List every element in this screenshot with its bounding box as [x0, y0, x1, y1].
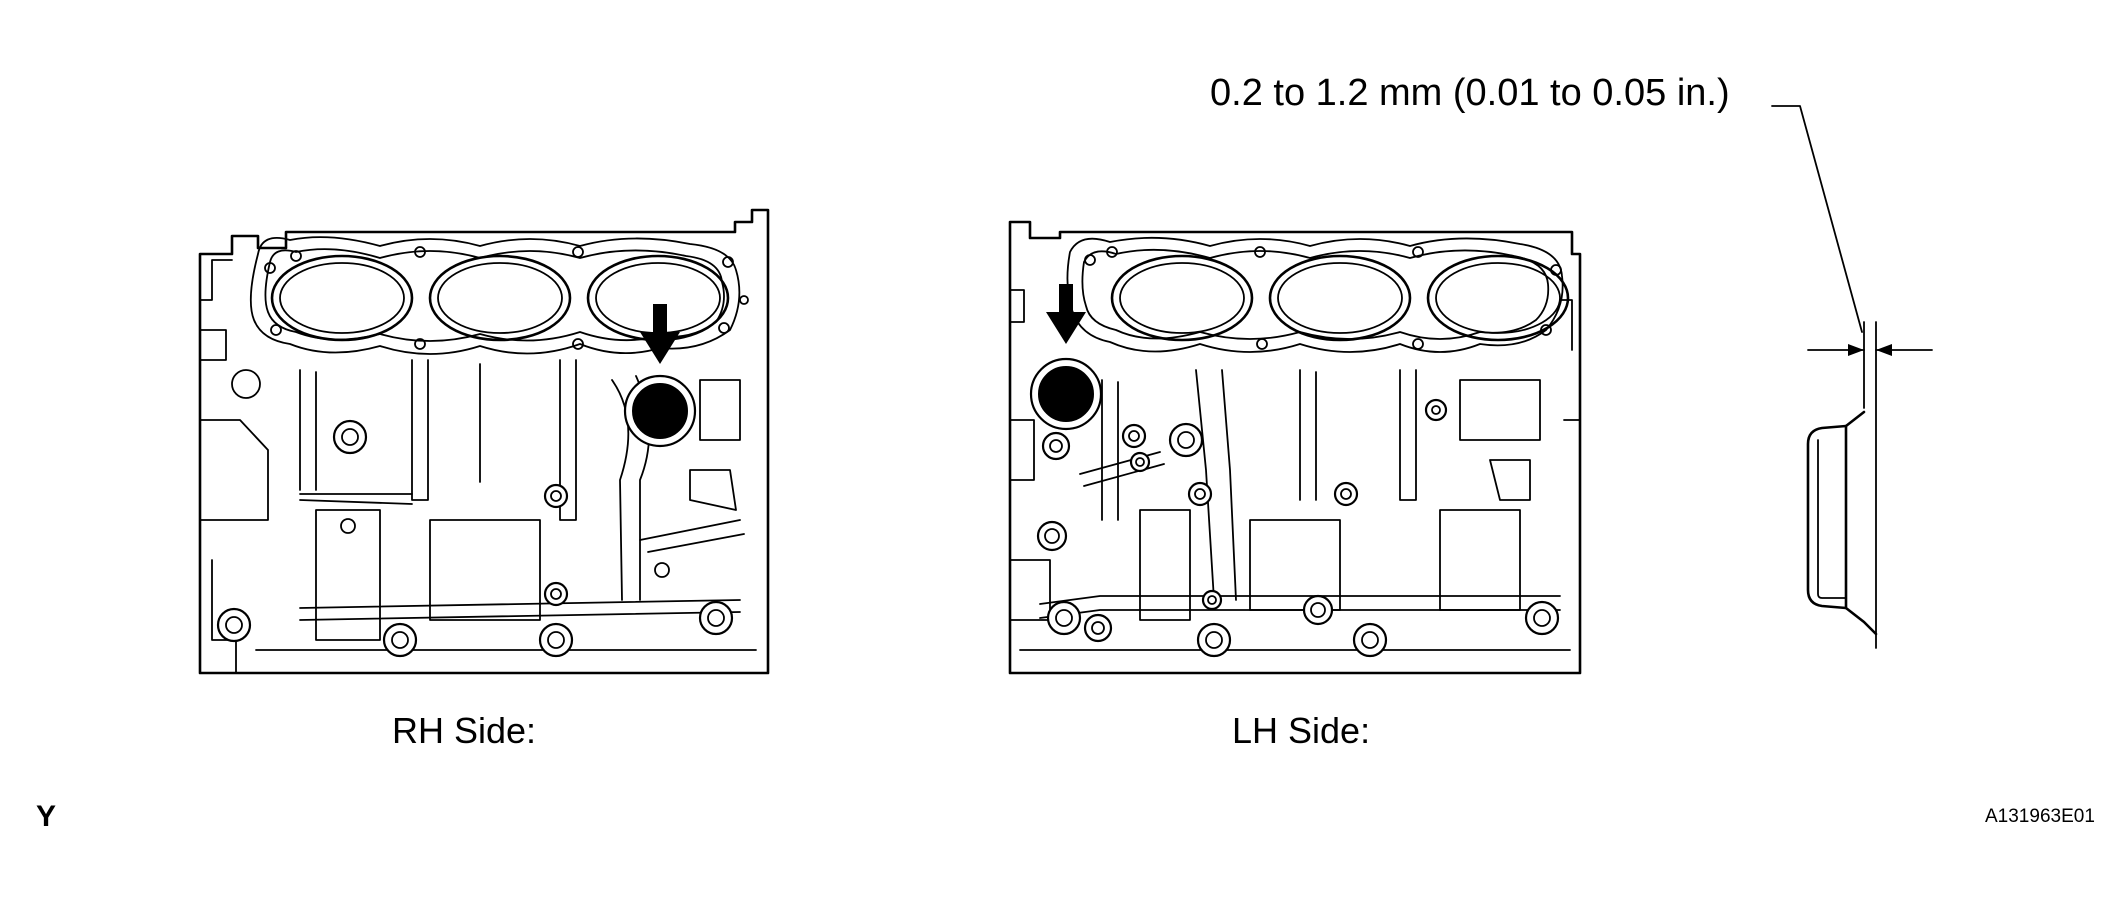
rh-side-engine-block: [198, 208, 770, 675]
figure-id-label: A131963E01: [1985, 806, 2095, 827]
clearance-detail-view: [1771, 105, 1933, 649]
rh-side-label: RH Side:: [392, 710, 537, 751]
clearance-dimension-label: 0.2 to 1.2 mm (0.01 to 0.05 in.): [1210, 72, 1730, 114]
lh-side-label: LH Side:: [1232, 710, 1371, 751]
rh-down-arrow-icon: [640, 304, 680, 364]
lh-side-engine-block: [1008, 220, 1582, 675]
lh-down-arrow-icon: [1046, 284, 1086, 344]
view-mark-label: Y: [36, 800, 57, 833]
